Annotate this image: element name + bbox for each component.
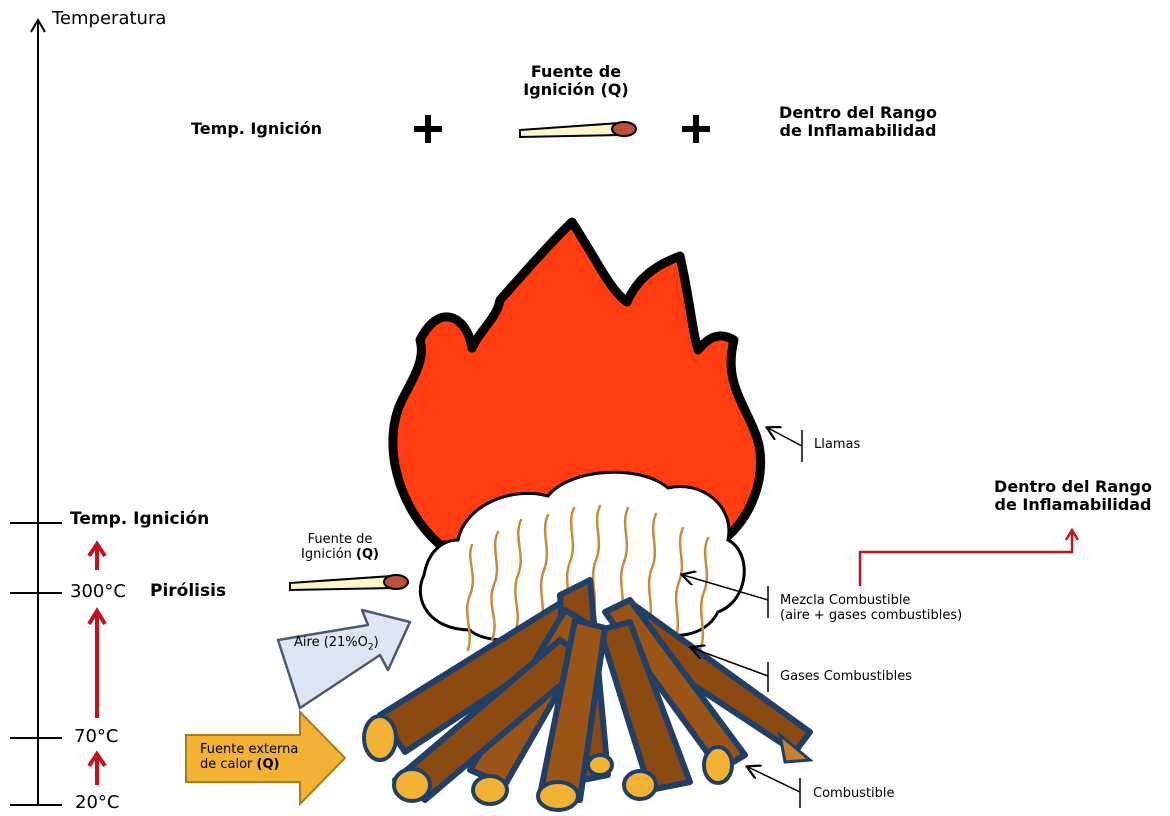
callout-mixture-line2: (aire + gases combustibles) [780, 609, 962, 624]
temperature-axis [10, 20, 62, 805]
callout-mixture: Mezcla Combustible (aire + gases combust… [780, 594, 962, 624]
tick-label-300: 300°C [70, 582, 126, 603]
equation-range-line2: de Inflamabilidad [760, 122, 956, 140]
callout-gases: Gases Combustibles [780, 670, 912, 685]
callout-fuel: Combustible [813, 787, 895, 802]
match-icon-side [290, 575, 408, 590]
tick-label-ignition: Temp. Ignición [70, 510, 209, 530]
ignition-source-q: (Q) [356, 547, 379, 562]
tick-label-20: 20°C [75, 793, 119, 814]
equation-source-line2: Ignición (Q) [510, 81, 642, 99]
ignition-source-label: Fuente de Ignición (Q) [288, 533, 392, 563]
ignition-source-line1: Fuente de [288, 533, 392, 548]
external-heat-line2: de calor [200, 757, 257, 772]
external-heat-line1: Fuente externa [200, 743, 298, 758]
callout-mixture-line1: Mezcla Combustible [780, 594, 962, 609]
external-heat-q: (Q) [257, 757, 280, 772]
air-label-close: ) [374, 635, 379, 650]
range-connector [860, 530, 1078, 586]
side-flammability-range: Dentro del Rango de Inflamabilidad [975, 478, 1170, 515]
axis-title: Temperatura [52, 9, 166, 30]
equation-ignition-temp: Temp. Ignición [191, 120, 322, 138]
equation-flammability-range: Dentro del Rango de Inflamabilidad [760, 104, 956, 141]
side-range-line2: de Inflamabilidad [975, 496, 1170, 514]
ignition-source-line2: Ignición [301, 547, 356, 562]
equation-ignition-source: Fuente de Ignición (Q) [510, 63, 642, 100]
equation-source-line1: Fuente de [510, 63, 642, 81]
air-arrow [278, 610, 410, 708]
tick-label-70: 70°C [74, 727, 118, 748]
pyrolysis-label: Pirólisis [150, 582, 226, 602]
air-label: Aire (21%O2) [294, 636, 379, 653]
equation-range-line1: Dentro del Rango [760, 104, 956, 122]
external-heat-label: Fuente externa de calor (Q) [200, 743, 298, 773]
callout-flames: Llamas [814, 438, 860, 453]
match-icon-top [520, 122, 636, 137]
air-label-text: Aire (21%O [294, 635, 368, 650]
side-range-line1: Dentro del Rango [975, 478, 1170, 496]
